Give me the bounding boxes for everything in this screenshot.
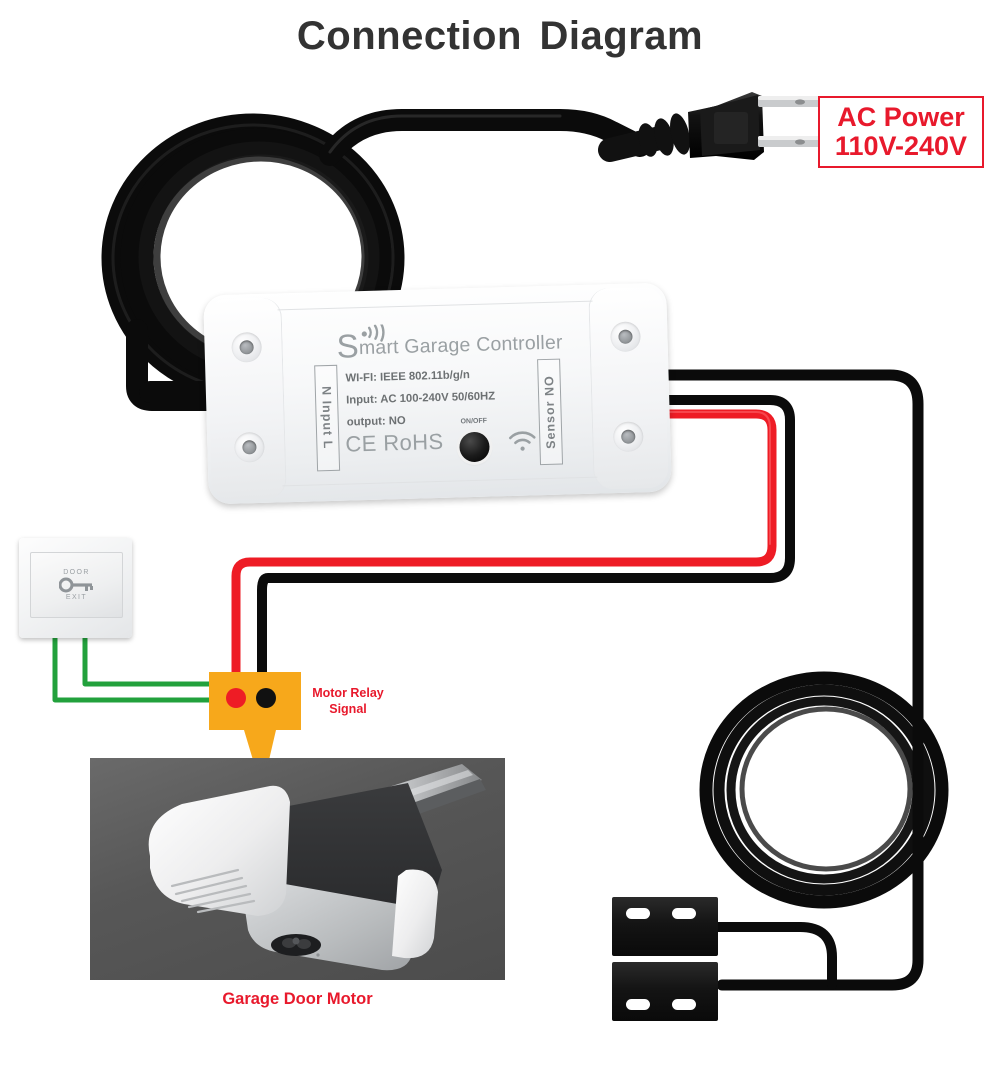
brand-rest: mart Garage Controller: [358, 331, 563, 360]
controller-right-endcap: [588, 286, 669, 490]
ac-power-line2: 110V-240V: [834, 131, 968, 161]
door-label-bottom: EXIT: [65, 594, 88, 601]
relay-terminal-black: [256, 688, 276, 708]
onoff-button[interactable]: [459, 431, 490, 463]
garage-door-motor-caption: Garage Door Motor: [222, 990, 373, 1008]
key-icon: [58, 577, 93, 593]
relay-terminal-red: [226, 688, 246, 708]
relay-label-line1: Motor Relay: [312, 686, 384, 700]
input-terminal-label: N Input L: [314, 364, 341, 472]
ac-plug: [598, 92, 820, 162]
motor-relay-signal-label: Motor Relay Signal: [303, 686, 393, 717]
door-label-top: DOOR: [63, 569, 90, 576]
sensor-cable: [662, 369, 949, 991]
magnetic-sensor-block-bottom: [612, 962, 718, 1021]
sensor-mount-slot: [626, 908, 650, 919]
sensor-terminal-label: Sensor NO: [537, 358, 564, 466]
motor-relay-terminal-block: [209, 672, 301, 730]
sensor-mount-slot: [626, 999, 650, 1010]
relay-wire-pair: [231, 395, 795, 695]
controller-left-endcap: [206, 297, 287, 501]
garage-door-motor-photo: [90, 758, 505, 980]
wifi-icon: [508, 431, 536, 451]
controller-brand: Smart Garage Controller: [336, 327, 563, 365]
ac-power-line1: AC Power: [837, 102, 965, 133]
spec-input: Input: AC 100-240V 50/60HZ: [345, 390, 496, 407]
plug-prongs: [758, 96, 820, 147]
certification-mark: CE RoHS: [345, 428, 444, 457]
door-exit-switch-face[interactable]: DOOR EXIT: [30, 552, 123, 618]
signal-waves-icon: [361, 324, 385, 342]
sensor-mount-slot: [672, 908, 696, 919]
sensor-mount-slot: [672, 999, 696, 1010]
door-switch-green-wires: [52, 638, 262, 703]
brand-initial: S: [336, 327, 360, 365]
garage-opener-illustration: [148, 764, 486, 971]
page-title: Connection Diagram: [296, 14, 704, 58]
controller-face-label: Smart Garage Controller WI-FI: IEEE 802.…: [314, 304, 564, 484]
door-exit-switch[interactable]: DOOR EXIT: [19, 538, 132, 638]
magnetic-sensor-block-top: [612, 897, 718, 956]
ac-power-callout: AC Power 110V-240V: [818, 96, 984, 168]
relay-label-line2: Signal: [329, 701, 367, 716]
smart-garage-controller: Smart Garage Controller WI-FI: IEEE 802.…: [203, 282, 672, 505]
